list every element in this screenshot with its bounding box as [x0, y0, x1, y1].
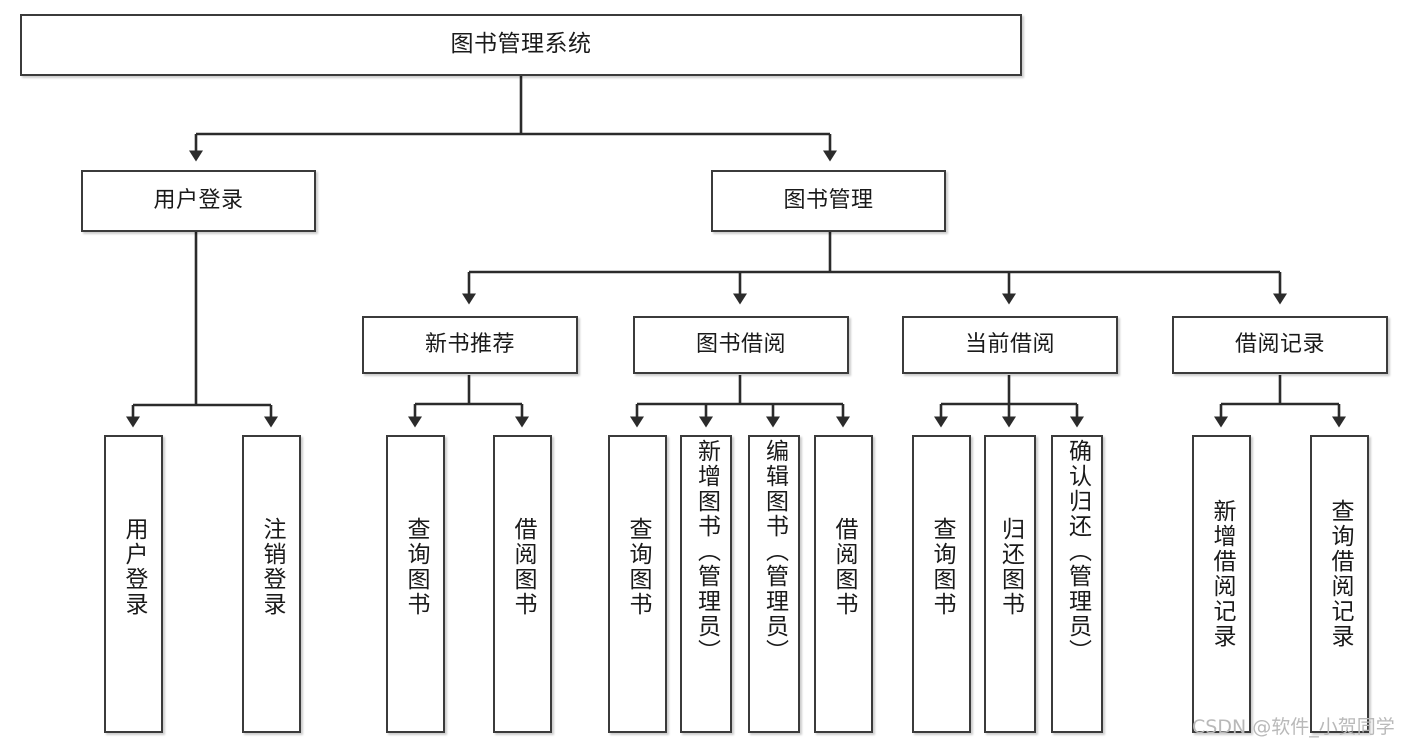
node-leaf-query-book-borrow[interactable]: 查询图书: [608, 435, 667, 733]
node-label: 查询图书: [625, 517, 651, 617]
node-label: 新增借阅记录: [1209, 499, 1235, 649]
node-leaf-query-borrow-record[interactable]: 查询借阅记录: [1310, 435, 1369, 733]
csdn-watermark: CSDN @软件_小贺同学: [1192, 716, 1395, 738]
node-label: 借阅图书: [510, 517, 536, 617]
node-book-borrow[interactable]: 图书借阅: [633, 316, 849, 374]
node-book-management[interactable]: 图书管理: [711, 170, 946, 232]
node-label: 用户登录: [153, 188, 244, 214]
node-leaf-borrow-book[interactable]: 借阅图书: [814, 435, 873, 733]
node-label: 编辑图书（管理员）: [761, 439, 788, 664]
node-current-borrow[interactable]: 当前借阅: [902, 316, 1118, 374]
node-label: 借阅图书: [831, 517, 857, 617]
node-leaf-user-login[interactable]: 用户登录: [104, 435, 163, 733]
node-label: 确认归还（管理员）: [1064, 439, 1091, 664]
node-leaf-add-borrow-record[interactable]: 新增借阅记录: [1192, 435, 1251, 733]
node-label: 归还图书: [997, 517, 1024, 617]
node-leaf-return-book[interactable]: 归还图书: [984, 435, 1036, 733]
node-label: 图书管理: [783, 188, 874, 214]
node-label: 图书管理系统: [450, 31, 592, 58]
node-label: 图书借阅: [695, 332, 786, 358]
node-borrow-record[interactable]: 借阅记录: [1172, 316, 1388, 374]
node-leaf-query-book-recommend[interactable]: 查询图书: [386, 435, 445, 733]
node-label: 新增图书（管理员）: [693, 439, 720, 664]
node-leaf-edit-book-admin[interactable]: 编辑图书（管理员）: [748, 435, 800, 733]
node-label: 用户登录: [121, 517, 147, 617]
node-leaf-query-book-current[interactable]: 查询图书: [912, 435, 971, 733]
node-leaf-add-book-admin[interactable]: 新增图书（管理员）: [680, 435, 732, 733]
node-leaf-confirm-return-admin[interactable]: 确认归还（管理员）: [1051, 435, 1103, 733]
node-label: 查询图书: [403, 517, 429, 617]
node-user-login[interactable]: 用户登录: [81, 170, 316, 232]
node-label: 借阅记录: [1234, 332, 1325, 358]
node-label: 查询图书: [929, 517, 955, 617]
node-label: 注销登录: [259, 517, 285, 617]
node-root-book-management-system[interactable]: 图书管理系统: [20, 14, 1022, 76]
node-label: 查询借阅记录: [1327, 499, 1353, 649]
node-label: 当前借阅: [964, 332, 1055, 358]
node-leaf-borrow-book-recommend[interactable]: 借阅图书: [493, 435, 552, 733]
node-leaf-logout-login[interactable]: 注销登录: [242, 435, 301, 733]
node-label: 新书推荐: [424, 332, 515, 358]
node-new-book-recommend[interactable]: 新书推荐: [362, 316, 578, 374]
